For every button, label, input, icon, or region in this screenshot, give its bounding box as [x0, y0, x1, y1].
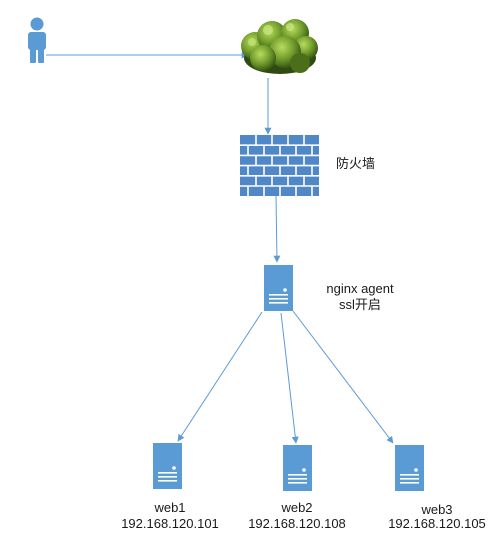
web2-ip: 192.168.120.108	[248, 516, 346, 531]
proxy-label-line2: ssl开启	[339, 297, 381, 312]
connections	[46, 51, 394, 444]
server-icon	[264, 265, 293, 311]
web1-name: web1	[154, 500, 186, 515]
server-icon	[283, 445, 312, 491]
firewall-icon	[240, 135, 319, 196]
web2-name: web2	[281, 500, 313, 515]
web1-ip: 192.168.120.101	[121, 516, 219, 531]
firewall-label: 防火墙	[336, 156, 376, 171]
edge-proxy-web3	[292, 310, 394, 444]
server-icon	[395, 445, 424, 491]
web3-name: web3	[421, 502, 453, 517]
person-icon	[28, 17, 46, 63]
server-icon	[153, 443, 182, 489]
edge-proxy-web2	[280, 312, 299, 444]
cloud-icon	[241, 19, 318, 74]
proxy-label-line1: nginx agent	[326, 281, 394, 296]
web3-ip: 192.168.120.105	[388, 516, 486, 531]
edge-firewall-proxy	[273, 195, 281, 263]
edge-proxy-web1	[177, 311, 263, 442]
